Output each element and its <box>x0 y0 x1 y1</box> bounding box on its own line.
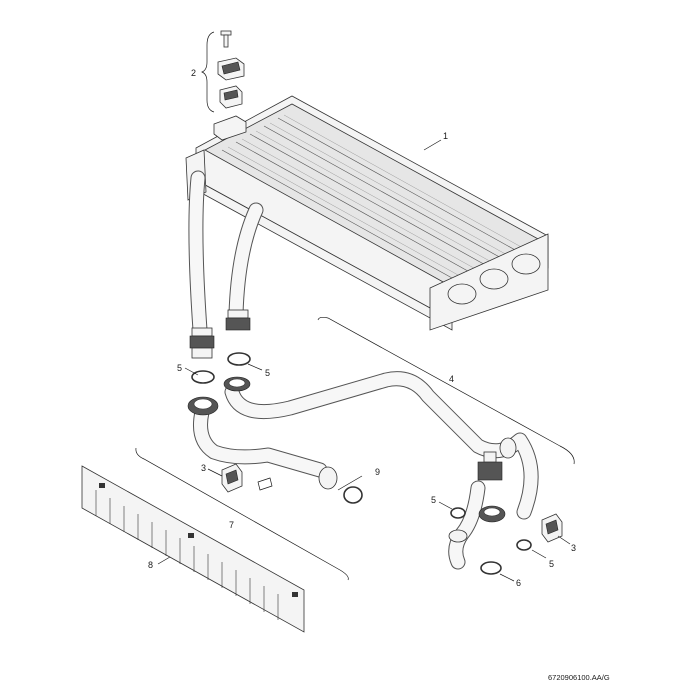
callout-8: 8 <box>148 560 153 570</box>
callout-5: 5 <box>431 495 436 505</box>
callout-4: 4 <box>449 374 454 384</box>
seal-ring-5 <box>227 352 251 366</box>
pipe-assembly-part-4 <box>223 316 575 520</box>
screw <box>220 30 232 48</box>
callout-3: 3 <box>201 463 206 473</box>
callout-5: 5 <box>177 363 182 373</box>
pipe-assembly-part-7 <box>135 396 349 581</box>
mounting-strip-part-8 <box>81 465 305 633</box>
clip-lower <box>219 85 243 109</box>
seal-ring-5 <box>516 539 532 551</box>
exchanger-end-caps <box>429 233 549 331</box>
valve-assembly <box>448 451 506 570</box>
callout-9: 9 <box>375 467 380 477</box>
seal-ring-5 <box>191 370 215 384</box>
clip-part-3-left <box>221 463 273 493</box>
callout-2: 2 <box>191 68 196 78</box>
callout-5: 5 <box>265 368 270 378</box>
callout-3: 3 <box>571 543 576 553</box>
drawing-code: 6720906100.AA/G <box>548 673 610 682</box>
callout-1: 1 <box>443 131 448 141</box>
clip-assembly-part-2 <box>201 30 245 113</box>
seal-ring-9 <box>343 486 363 504</box>
callout-7: 7 <box>229 520 234 530</box>
clip-upper <box>217 57 245 81</box>
seal-ring-5 <box>450 507 466 519</box>
top-bracket <box>213 115 247 141</box>
seal-ring-6 <box>480 561 502 575</box>
clip-part-3-right <box>541 513 563 543</box>
callout-5: 5 <box>549 559 554 569</box>
callout-6: 6 <box>516 578 521 588</box>
exchanger-outlet-pipes <box>188 170 264 359</box>
